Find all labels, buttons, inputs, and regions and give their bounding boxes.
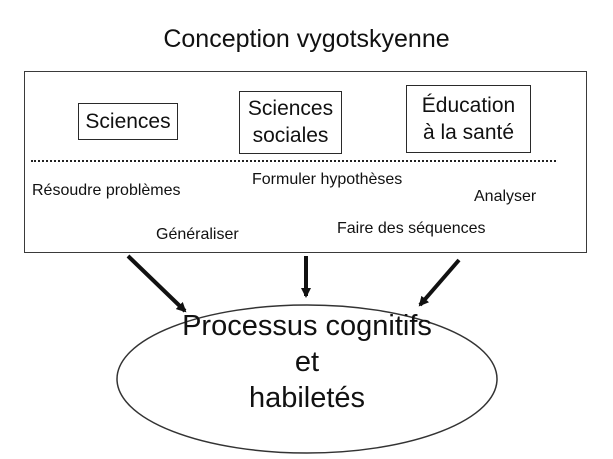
subject-label-line-2: sociales bbox=[252, 124, 329, 147]
diagram-title: Conception vygotskyenne bbox=[163, 25, 450, 53]
skill-analyser: Analyser bbox=[474, 188, 537, 205]
subject-label: Sciences bbox=[85, 110, 171, 133]
subject-label-line-1: Sciences bbox=[247, 97, 334, 120]
subject-label-line-2: à la santé bbox=[422, 121, 515, 144]
subjects-frame bbox=[24, 71, 587, 253]
subject-box-social-sciences: Sciences sociales bbox=[239, 91, 342, 154]
skill-resoudre-problemes: Résoudre problèmes bbox=[32, 182, 181, 199]
skill-generaliser: Généraliser bbox=[156, 226, 239, 243]
skill-formuler-hypotheses: Formuler hypothèses bbox=[252, 171, 403, 188]
outcome-line-3: habiletés bbox=[248, 382, 366, 414]
arrow-left bbox=[126, 254, 187, 313]
outcome-line-1: Processus cognitifs bbox=[182, 310, 432, 342]
outcome-line-2: et bbox=[294, 346, 320, 378]
skill-faire-des-sequences: Faire des séquences bbox=[337, 220, 486, 237]
dotted-divider bbox=[31, 160, 556, 162]
subject-label-line-1: Éducation bbox=[421, 94, 516, 117]
arrow-right bbox=[418, 258, 461, 307]
subject-box-health-education: Éducation à la santé bbox=[406, 85, 531, 153]
outcome-label: Processus cognitifs et habiletés bbox=[118, 308, 496, 416]
outcome-ellipse bbox=[116, 304, 498, 454]
subject-box-sciences: Sciences bbox=[78, 103, 178, 140]
